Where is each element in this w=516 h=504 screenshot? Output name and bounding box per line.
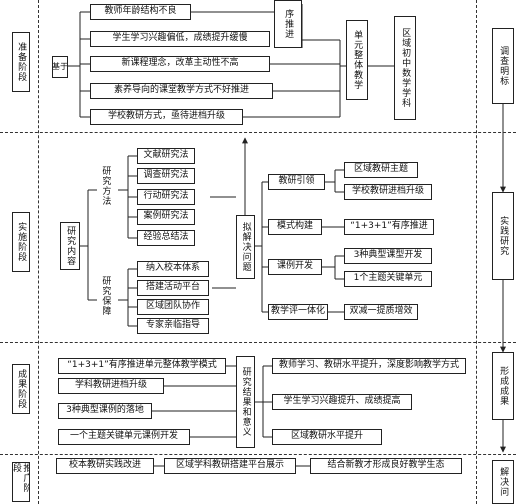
stage-label-promo: 推广阶段 [12,462,30,502]
impl-research-content: 研究内容 [60,222,80,270]
promo-school-research: 校本教研实践改进 [56,458,154,474]
outcome-three-cases: 3种典型课例的落地 [58,403,152,419]
item-double-reduction: 双减一提质增效 [344,304,418,320]
impact-student-interest: 学生学习兴趣提升、成绩提高 [272,394,412,410]
problem-model-build: 模式构建 [268,219,322,235]
flow-step-solve: 解决问 [492,460,514,504]
impl-guarantee-label: 研究保障 [100,276,111,316]
impact-region-research: 区域教研水平提升 [272,429,382,445]
guarantee-activity-platform: 搭建活动平台 [137,280,209,296]
guarantee-team-collab: 区域团队协作 [137,299,209,315]
outcome-subject-upgrade: 学科教研进档升级 [58,378,164,394]
flow-column-divider [476,0,477,504]
prep-unit-teaching: 单元整体教学 [346,20,368,100]
promo-teaching-ecology: 结合新教才形成良好教学生态 [310,458,462,474]
flow-step-results: 形成成果 [492,352,514,420]
stage-divider-3 [0,454,516,455]
promo-region-platform: 区域学科教研搭建平台展示 [164,458,296,474]
stage-divider-1 [0,132,516,133]
method-survey: 调查研究法 [137,168,195,184]
item-131-progress: “1+3+1”有序推进 [344,219,434,235]
problem-research-lead: 教研引领 [268,174,325,190]
method-action: 行动研究法 [137,189,195,205]
prep-problem-student-interest: 学生学习兴趣偏低，成绩提升缓慢 [90,31,270,47]
prep-region-subject: 区域初中数学学科 [394,16,416,120]
stage-label-prep: 准备阶段 [12,32,30,92]
impl-methods-label: 研究方法 [100,166,111,206]
item-three-lesson-types: 3种典型课型开发 [344,248,432,264]
method-experience: 经验总结法 [137,230,195,246]
prep-problem-school-research: 学校教研方式，亟待进档升级 [90,109,243,125]
outcome-teaching-model: “1+3+1”有序推进单元整体教学模式 [58,358,226,374]
method-case: 案例研究法 [137,209,195,225]
results-significance: 研究结果和意义 [236,356,255,448]
stage-label-impl: 实施阶段 [12,212,30,272]
prep-ordered-progress: 序推进 [274,0,302,48]
item-school-upgrade: 学校教研进档升级 [344,184,432,200]
prep-problem-teacher-age: 教师年龄结构不良 [90,4,191,20]
item-one-key-unit: 1个主题关键单元 [344,271,432,287]
stage-divider-2 [0,342,516,343]
flow-step-survey: 调查明标 [492,28,514,104]
impact-teacher-growth: 教师学习、教研水平提升，深度影响教学方式 [272,358,466,374]
stage-label-results: 成果阶段 [12,364,30,414]
prep-problem-new-curriculum: 新课程理念，改革主动性不高 [90,56,270,72]
guarantee-expert-guidance: 专家亲临指导 [137,318,209,334]
problem-teach-eval: 教学评一体化 [268,304,328,320]
flow-step-practice: 实践研究 [492,192,514,280]
method-literature: 文献研究法 [137,148,195,164]
problem-case-dev: 课例开发 [268,259,322,275]
impl-problems-to-solve: 拟解决问题 [236,215,255,279]
prep-root-based-on: 基于 [52,56,68,78]
outcome-key-unit-cases: 一个主题关键单元课例开发 [58,429,190,445]
stage-column-divider [38,0,39,504]
prep-problem-classroom-method: 素养导向的课堂教学方式不好推进 [90,83,273,99]
item-region-theme: 区域教研主题 [344,162,418,178]
guarantee-school-system: 纳入校本体系 [137,261,209,277]
